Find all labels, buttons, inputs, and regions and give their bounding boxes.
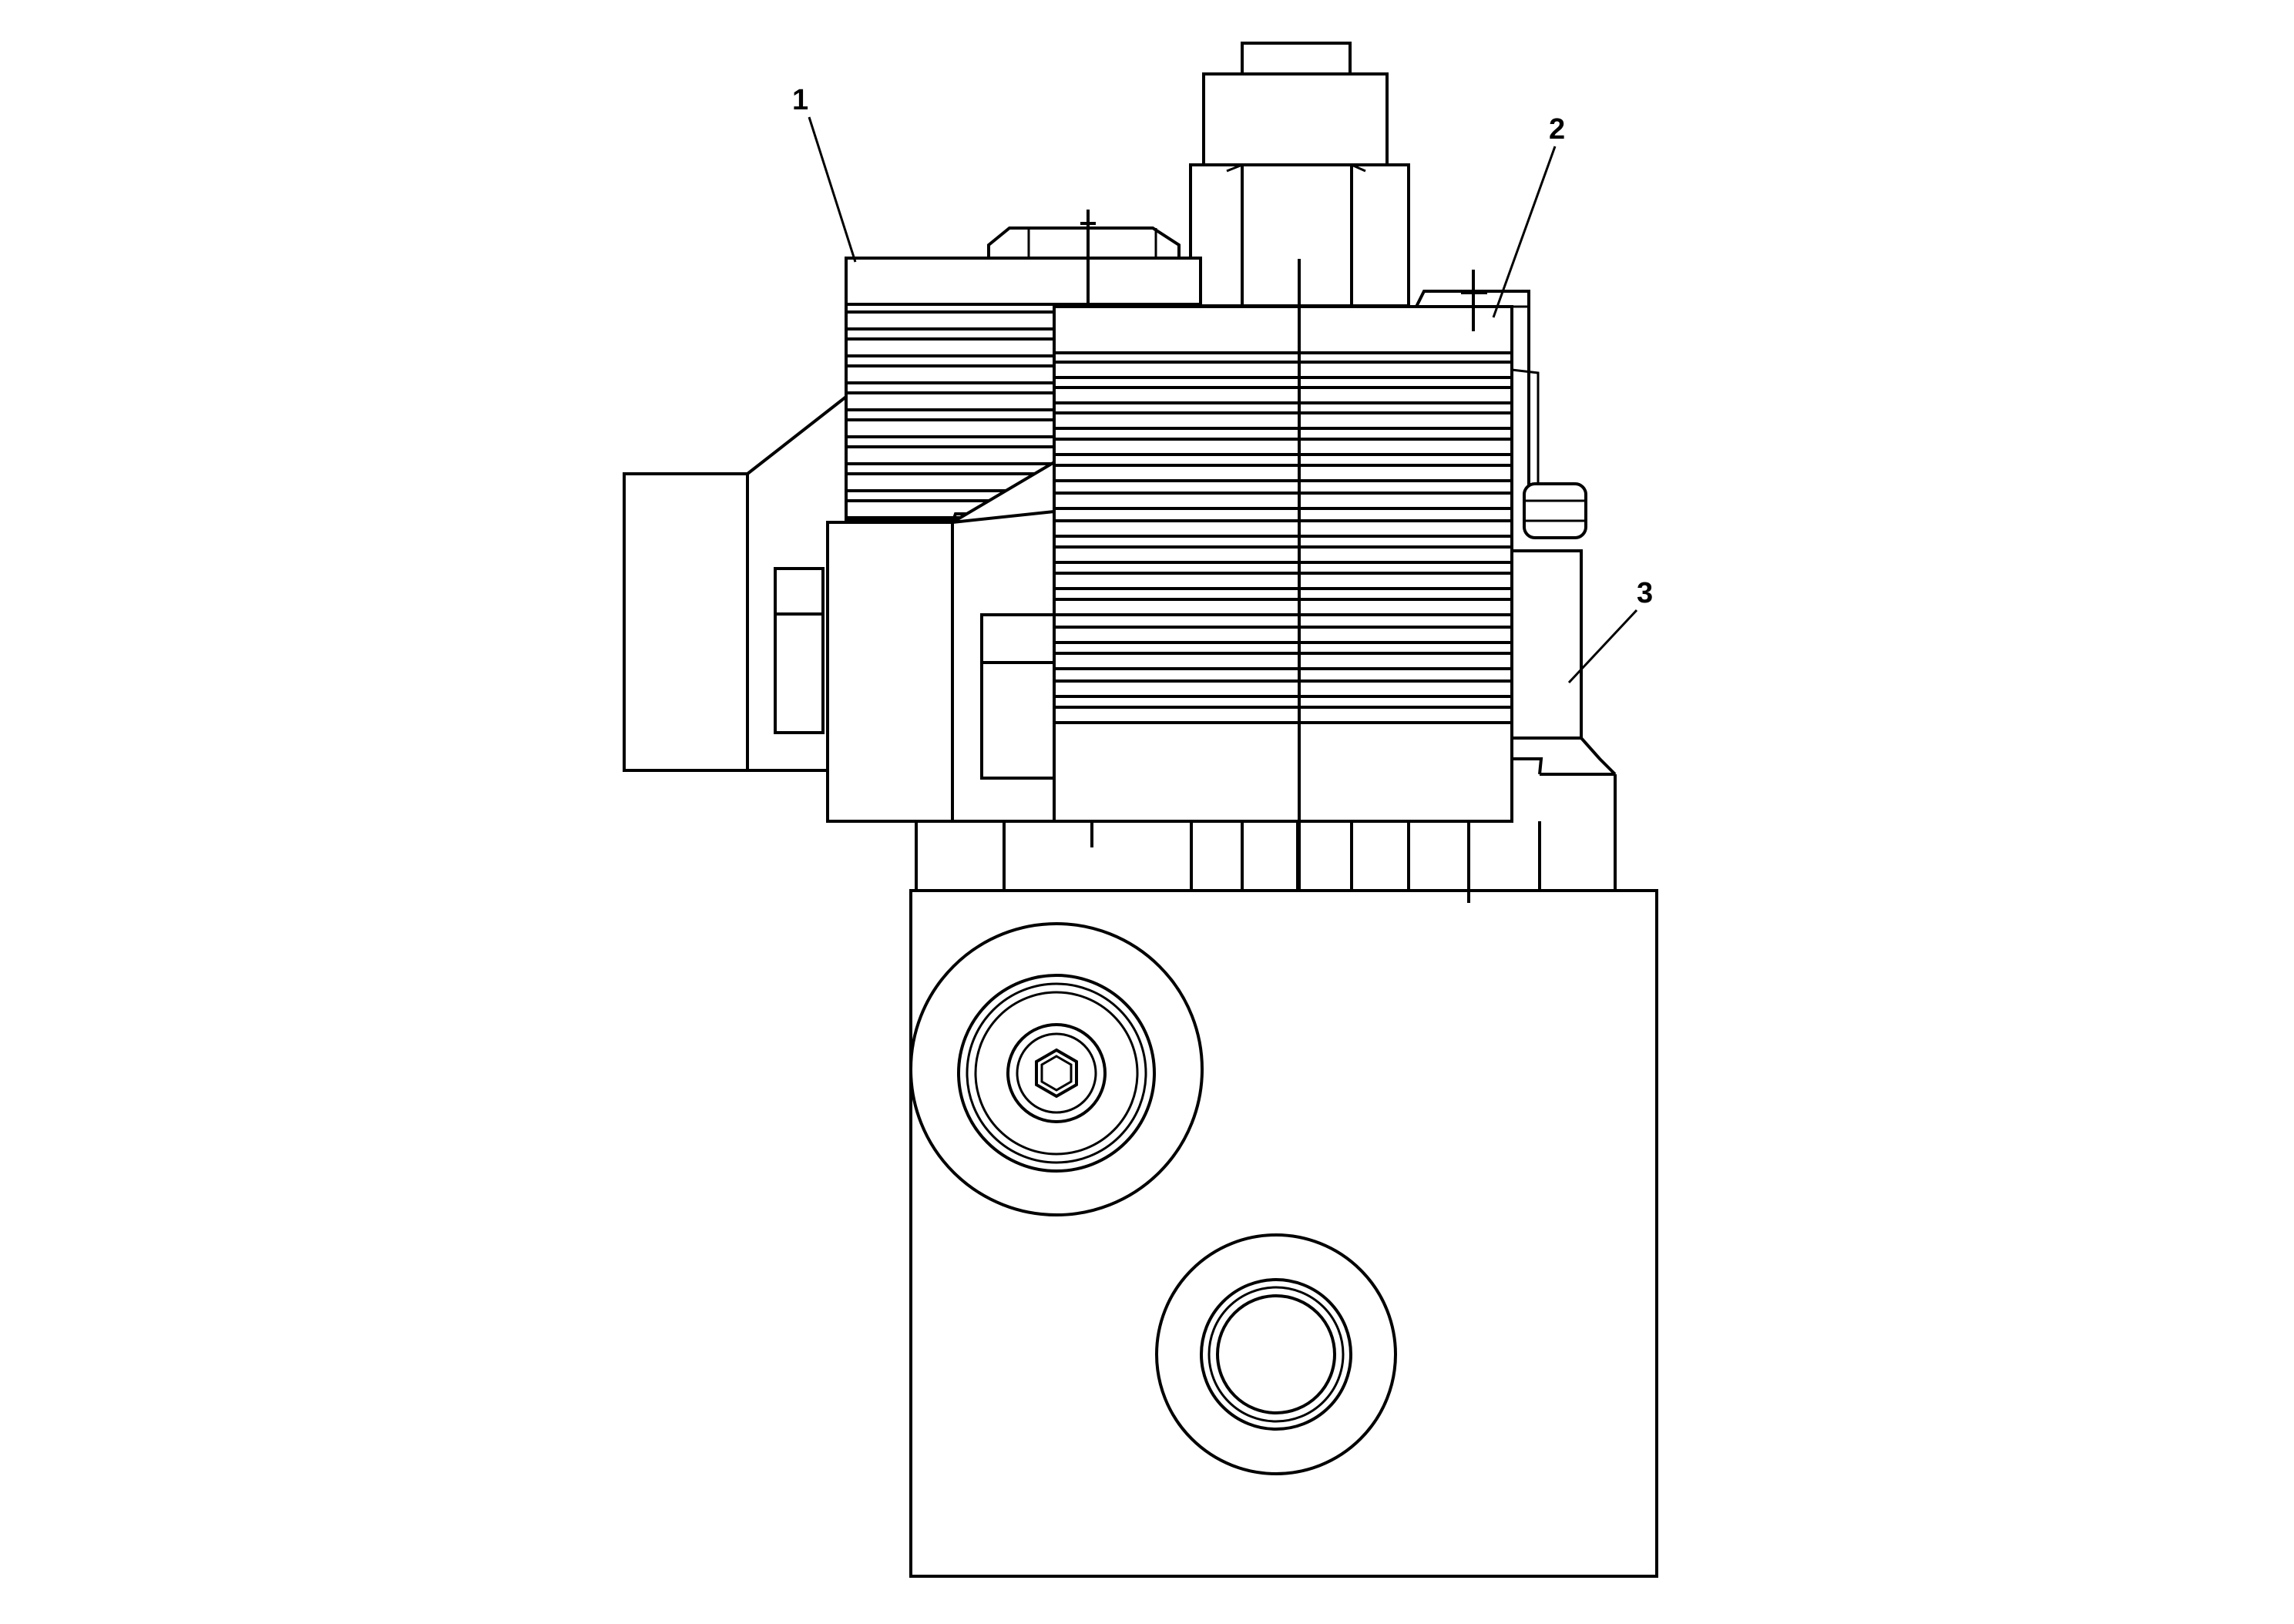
lower-port — [1155, 1233, 1397, 1475]
callout-2: 2 — [1492, 113, 1565, 318]
callout-2-label: 2 — [1549, 113, 1565, 146]
right-cartridge — [1510, 482, 1617, 776]
valve-stems — [915, 773, 1617, 903]
left-connector — [623, 395, 1054, 823]
front-coil-fins — [1053, 361, 1513, 724]
callout-3: 3 — [1567, 577, 1653, 684]
manifold-block — [909, 889, 1658, 1578]
callout-1-label: 1 — [792, 84, 808, 116]
callout-3-label: 3 — [1637, 577, 1653, 609]
upper-port — [909, 922, 1204, 1216]
callout-1: 1 — [792, 84, 857, 263]
front-coil — [951, 259, 1540, 891]
